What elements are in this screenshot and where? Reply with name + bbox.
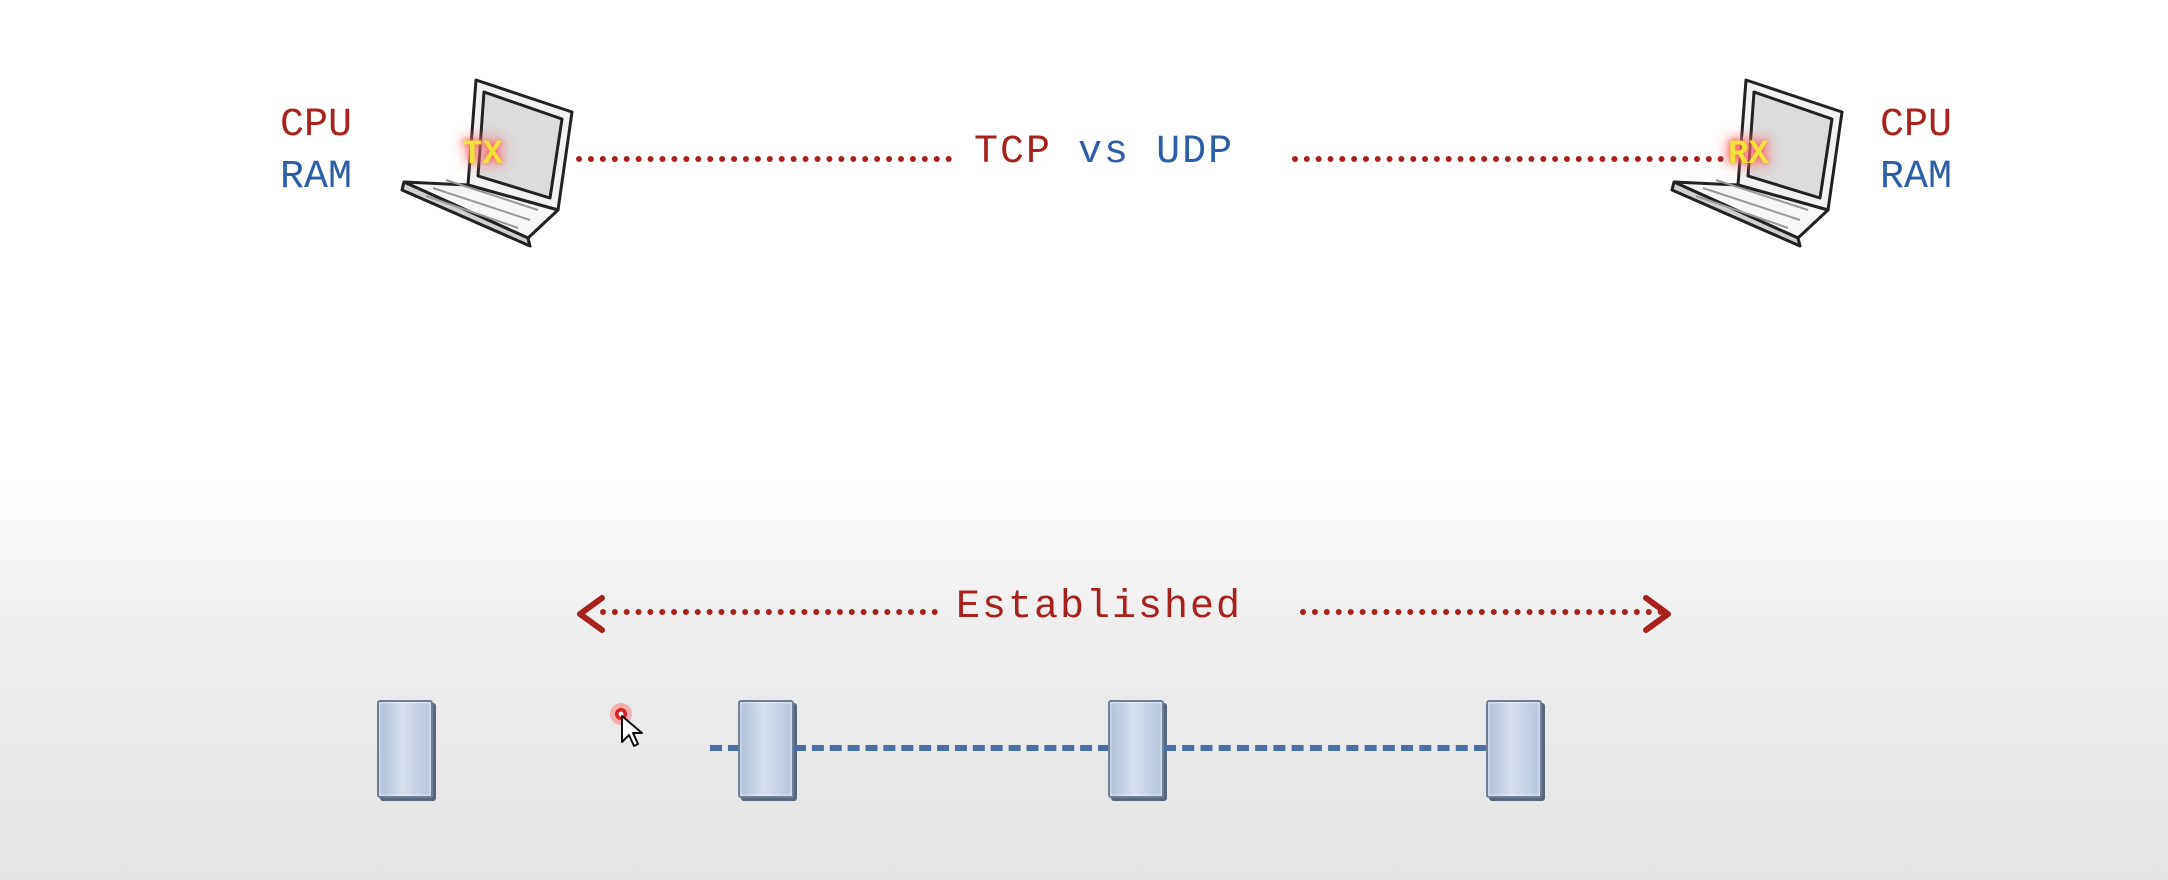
established-arrow-left-icon [577, 595, 605, 633]
receiver-rx-tag: RX [1728, 136, 1769, 174]
mouse-pointer [608, 700, 652, 754]
sender-ram-label: RAM [280, 155, 353, 200]
sender-tx-tag: TX [462, 136, 503, 174]
diagram-title: TCP vs UDP [974, 133, 1234, 173]
established-label: Established [956, 585, 1243, 630]
top-link-left [576, 156, 952, 162]
top-link-right [1292, 156, 1724, 162]
established-arrow-right-icon [1643, 595, 1671, 633]
packet-link-1 [710, 745, 740, 751]
sender-laptop: TX [398, 70, 578, 250]
title-vs: vs [1078, 130, 1131, 175]
title-tcp: TCP [974, 130, 1053, 175]
sender-cpu-label: CPU [280, 103, 353, 148]
packet-link-2 [794, 745, 1110, 751]
packet-4 [1486, 700, 1542, 798]
receiver-laptop: RX [1668, 70, 1848, 250]
packet-1 [377, 700, 433, 798]
established-line-left [600, 609, 938, 615]
packet-2 [738, 700, 794, 798]
receiver-ram-label: RAM [1880, 155, 1953, 200]
established-line-right [1300, 609, 1664, 615]
packet-3 [1108, 700, 1164, 798]
title-udp: UDP [1156, 130, 1235, 175]
receiver-cpu-label: CPU [1880, 103, 1953, 148]
laptop-icon [400, 78, 574, 248]
mouse-pointer-icon [610, 703, 643, 747]
laptop-icon [1670, 78, 1844, 248]
packet-link-3 [1164, 745, 1486, 751]
